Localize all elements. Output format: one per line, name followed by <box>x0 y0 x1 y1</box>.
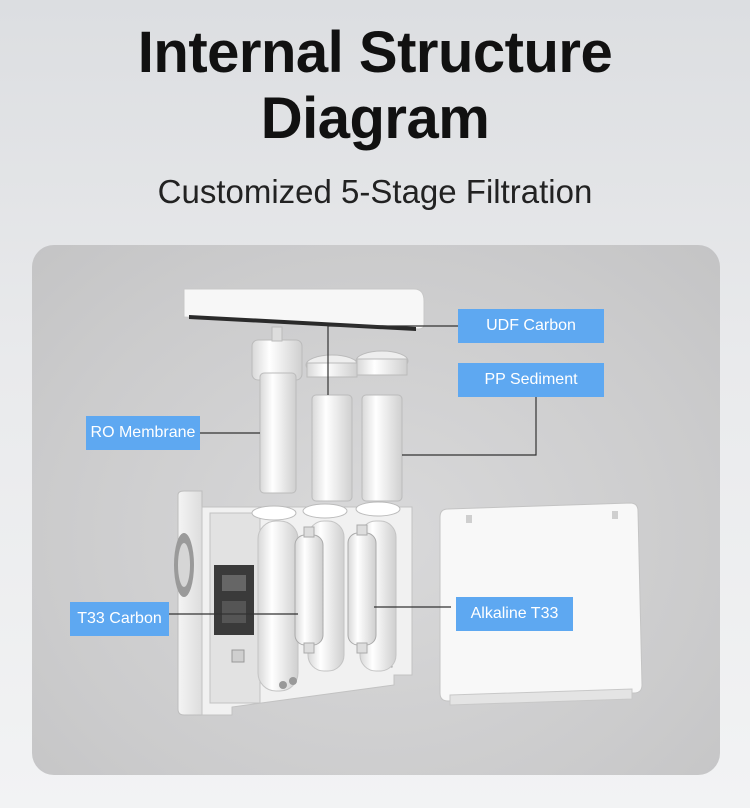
leader-lines <box>169 325 537 615</box>
title-line-1: Internal Structure <box>137 20 613 85</box>
diagram-panel: UDF Carbon PP Sediment RO Membrane T33 C… <box>32 245 720 775</box>
page-title: Internal Structure Diagram <box>0 20 750 152</box>
page-subtitle: Customized 5-Stage Filtration <box>157 173 593 210</box>
pp-sediment-label: PP Sediment <box>458 363 604 397</box>
title-line-2: Diagram <box>260 86 490 151</box>
udf-carbon-label: UDF Carbon <box>458 309 604 343</box>
main-housing <box>174 490 413 716</box>
udf-carbon-leader-line <box>327 325 458 395</box>
t33-carbon-label: T33 Carbon <box>70 602 169 636</box>
top-cover <box>183 288 425 331</box>
ro-membrane-cartridge <box>251 326 303 494</box>
pp-sediment-leader-line <box>402 397 537 456</box>
udf-carbon-cartridge <box>305 354 359 502</box>
ro-membrane-label: RO Membrane <box>86 416 200 450</box>
purifier-illustration <box>169 288 643 716</box>
alkaline-t33-label: Alkaline T33 <box>456 597 573 631</box>
t33-carbon-filter <box>294 526 324 654</box>
alkaline-t33-filter <box>347 524 377 654</box>
pp-sediment-cartridge <box>355 350 409 502</box>
